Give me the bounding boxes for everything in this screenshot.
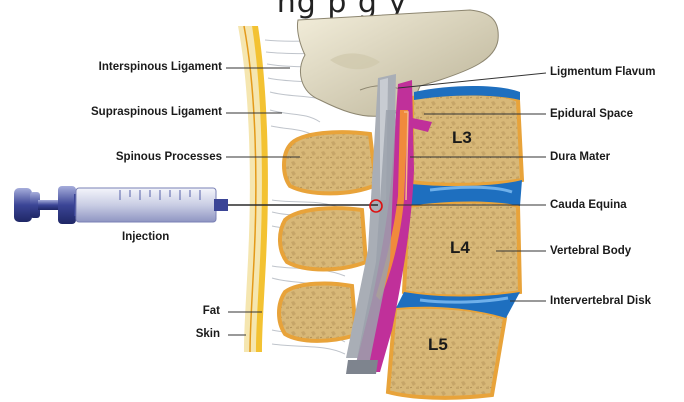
label-intervertebral-disk: Intervertebral Disk (550, 295, 651, 308)
label-vertebral-body: Vertebral Body (550, 245, 631, 258)
label-epidural-space: Epidural Space (550, 108, 633, 121)
label-injection: Injection (122, 231, 169, 244)
label-fat: Fat (203, 305, 220, 318)
label-ligmentum-flavum: Ligmentum Flavum (550, 66, 655, 79)
spinous-process-3 (279, 284, 356, 341)
spinous-process-2 (280, 208, 366, 269)
label-cauda-equina: Cauda Equina (550, 199, 627, 212)
vertebra-label-l5: L5 (428, 335, 448, 355)
label-dura-mater: Dura Mater (550, 151, 610, 164)
label-interspinous-ligament: Interspinous Ligament (99, 61, 222, 74)
label-spinous-processes: Spinous Processes (116, 151, 222, 164)
vertebra-label-l4: L4 (450, 238, 470, 258)
label-supraspinous-ligament: Supraspinous Ligament (91, 106, 222, 119)
label-skin: Skin (196, 328, 220, 341)
vertebra-label-l3: L3 (452, 128, 472, 148)
spinous-process-1 (284, 132, 376, 193)
